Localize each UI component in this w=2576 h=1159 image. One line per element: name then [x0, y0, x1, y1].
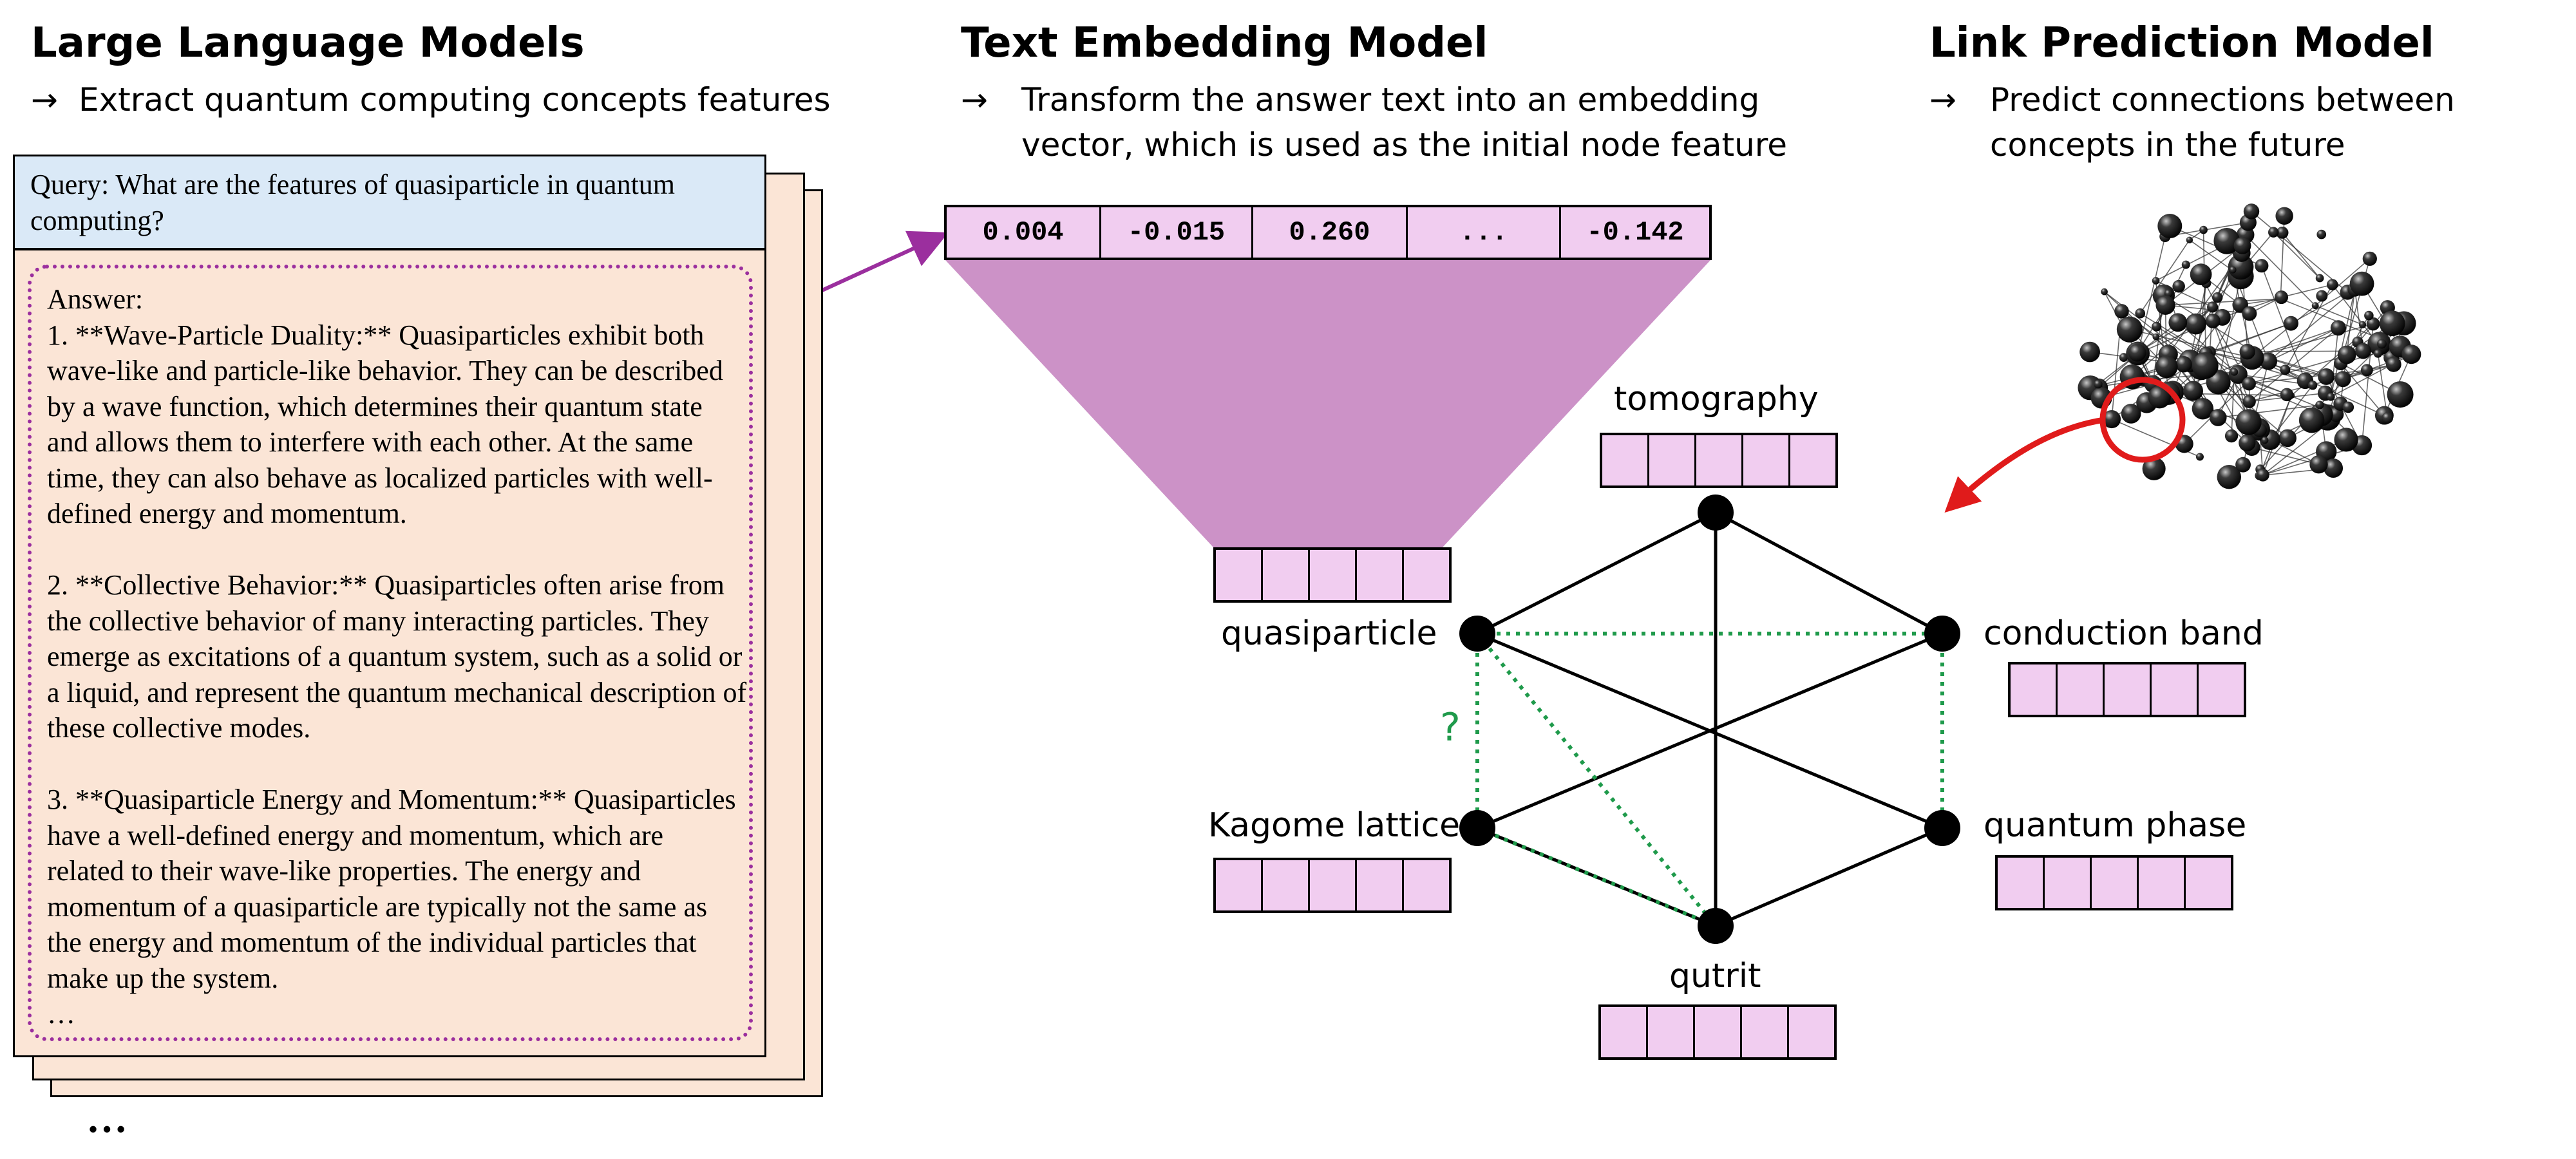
predicted-link-question-mark: ? [1440, 705, 1461, 750]
graph-nodes [1459, 495, 1960, 944]
embedding-subtitle: → Transform the answer text into an embe… [961, 77, 1850, 167]
link-title: Link Prediction Model [1929, 19, 2434, 67]
node-label-kagome-lattice: Kagome lattice [1208, 806, 1461, 845]
answer-line: emerge as excitations of a quantum syste… [47, 641, 743, 672]
answer-line: the energy and momentum of the individua… [47, 927, 697, 958]
feature-vector-tomography [1600, 433, 1838, 488]
embedding-cell: ... [1408, 207, 1561, 258]
answer-line [47, 532, 749, 568]
feature-vector-quantum-phase [1995, 855, 2233, 910]
feature-vector-quasiparticle-embedding [1213, 547, 1452, 603]
node-label-qutrit: qutrit [1669, 957, 1761, 995]
embedding-cell: -0.015 [1101, 207, 1253, 258]
answer-line: defined energy and momentum. [47, 498, 407, 529]
answer-line: wave-like and particle-like behavior. Th… [47, 355, 723, 386]
feature-vector-conduction-band [2008, 662, 2246, 717]
feature-vector-kagome-lattice [1213, 858, 1452, 913]
red-curved-arrow [1944, 417, 2105, 513]
answer-line: 2. **Collective Behavior:** Quasiparticl… [47, 569, 725, 601]
node-label-quantum-phase: quantum phase [1984, 806, 2247, 845]
right-arrow-icon: → [961, 81, 988, 118]
graph-edges [1476, 511, 1944, 928]
node-quantum-phase [1924, 810, 1960, 846]
link-subtitle: → Predict connections between concepts i… [1929, 77, 2535, 167]
node-kagome-lattice [1459, 810, 1495, 846]
answer-area: Answer: 1. **Wave-Particle Duality:** Qua… [13, 249, 766, 1057]
answer-line: related to their wave-like properties. T… [47, 855, 641, 887]
node-qutrit [1698, 908, 1734, 944]
node-tomography [1698, 495, 1734, 531]
network-illustration [2078, 203, 2421, 489]
answer-box: Answer: 1. **Wave-Particle Duality:** Qua… [28, 265, 753, 1041]
answer-line: make up the system. [47, 962, 279, 994]
answer-line: Answer: [47, 283, 144, 315]
answer-line: these collective modes. [47, 712, 311, 744]
answer-line: the collective behavior of many interact… [47, 605, 709, 637]
right-arrow-icon: → [1929, 81, 1956, 118]
right-arrow-icon: → [31, 81, 58, 118]
node-quasiparticle [1459, 616, 1495, 652]
node-label-quasiparticle: quasiparticle [1221, 614, 1437, 653]
answer-line: by a wave function, which determines the… [47, 390, 703, 422]
node-label-conduction-band: conduction band [1984, 614, 2264, 653]
embedding-title: Text Embedding Model [961, 19, 1488, 67]
predicted-edges [1475, 632, 1944, 928]
embedding-funnel [945, 260, 1710, 547]
llm-title: Large Language Models [31, 19, 585, 67]
answer-line: 1. **Wave-Particle Duality:** Quasiparti… [47, 319, 705, 351]
answer-line: a liquid, and represent the quantum mech… [47, 676, 747, 708]
llm-subtitle: → Extract quantum computing concepts fea… [31, 77, 933, 122]
answer-line: time, they can also behave as localized … [47, 462, 713, 494]
query-box: Query: What are the features of quasipar… [13, 155, 766, 250]
embedding-cell: -0.142 [1586, 217, 1684, 248]
embedding-vector: 0.004 -0.015 0.260 ... -0.142 [944, 205, 1712, 260]
embedding-cell: 0.004 [947, 207, 1101, 258]
answer-line: momentum of a quasiparticle are typicall… [47, 890, 708, 923]
answer-line: have a well-defined energy and momentum,… [47, 819, 664, 851]
answer-line: and allows them to interfere with each o… [47, 426, 694, 458]
answer-line: 3. **Quasiparticle Energy and Momentum:*… [47, 784, 736, 815]
more-documents-ellipsis: … [86, 1095, 128, 1141]
node-conduction-band [1924, 616, 1960, 652]
feature-vector-qutrit [1598, 1004, 1837, 1060]
node-label-tomography: tomography [1614, 380, 1819, 419]
embedding-cell: 0.260 [1253, 207, 1408, 258]
answer-line [47, 746, 749, 782]
answer-line: … [47, 998, 75, 1030]
